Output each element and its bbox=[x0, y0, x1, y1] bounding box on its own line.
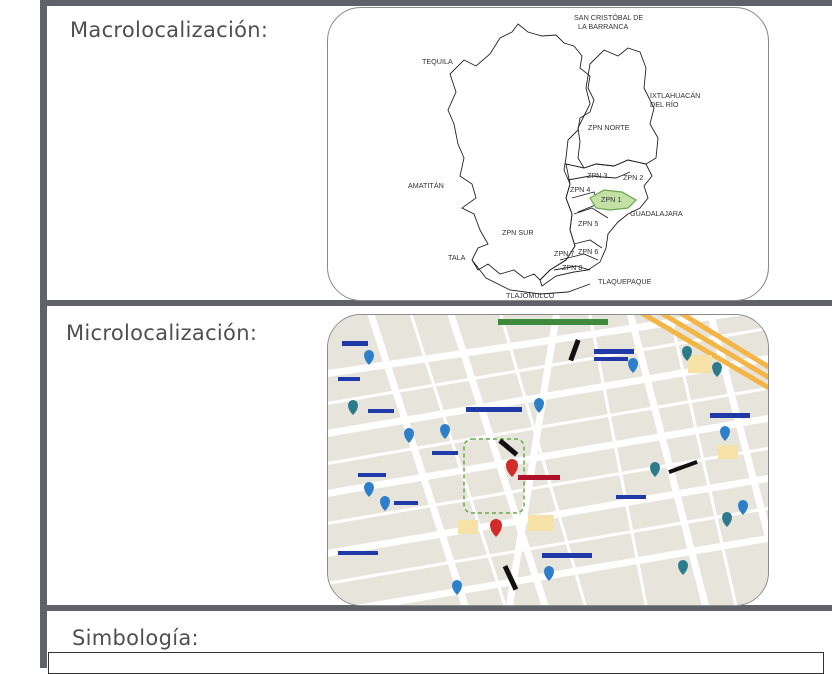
label-zpn1: ZPN 1 bbox=[601, 195, 621, 204]
western-region-outline bbox=[447, 23, 595, 281]
label-zpn-norte: ZPN NORTE bbox=[588, 123, 630, 132]
label-amatitan: AMATITÁN bbox=[408, 181, 444, 190]
poi-label-blocks bbox=[338, 341, 750, 558]
poi-pins-teal bbox=[348, 346, 732, 575]
municipal-boundaries bbox=[447, 23, 659, 295]
label-ixtlahuacan-1: IXTLAHUACÁN bbox=[650, 91, 700, 100]
ixtlahuacan-outline bbox=[577, 47, 659, 169]
black-road-markers bbox=[498, 338, 698, 591]
label-tlaquepaque: TLAQUEPAQUE bbox=[598, 277, 652, 286]
micro-map bbox=[328, 315, 768, 605]
commercial-blocks bbox=[458, 355, 738, 534]
project-pins bbox=[490, 459, 518, 537]
label-tala: TALA bbox=[448, 253, 466, 262]
label-guadalajara: GUADALAJARA bbox=[630, 209, 683, 218]
zpn-central-outline bbox=[539, 159, 653, 287]
label-zpn4: ZPN 4 bbox=[570, 185, 590, 194]
label-san-cristobal-2: LA BARRANCA bbox=[578, 22, 629, 31]
micro-map-frame bbox=[327, 314, 769, 606]
divider-micro-legend bbox=[40, 605, 832, 611]
poi-pins bbox=[364, 349, 748, 595]
micro-title: Microlocalización: bbox=[66, 321, 258, 345]
label-zpn5: ZPN 5 bbox=[578, 219, 598, 228]
label-zpn2: ZPN 2 bbox=[623, 173, 643, 182]
tlajomulco-edge bbox=[471, 259, 591, 295]
legend-title: Simbología: bbox=[72, 626, 199, 650]
label-zpn8: ZPN 8 bbox=[562, 263, 582, 272]
label-ixtlahuacan-2: DEL RÍO bbox=[650, 100, 679, 109]
minor-streets bbox=[328, 315, 768, 605]
label-san-cristobal-1: SAN CRISTÓBAL DE bbox=[574, 13, 643, 22]
macro-map: SAN CRISTÓBAL DE LA BARRANCA TEQUILA IXT… bbox=[408, 13, 700, 300]
divider-macro-micro bbox=[40, 300, 832, 306]
label-tequila: TEQUILA bbox=[422, 57, 453, 66]
label-zpn3: ZPN 3 bbox=[587, 171, 607, 180]
top-road-label bbox=[498, 319, 608, 325]
label-zpn-sur: ZPN SUR bbox=[502, 228, 534, 237]
label-zpn7: ZPN 7 bbox=[554, 249, 574, 258]
zpn1-highlight bbox=[589, 189, 637, 211]
macro-map-frame: SAN CRISTÓBAL DE LA BARRANCA TEQUILA IXT… bbox=[327, 7, 769, 301]
top-divider bbox=[40, 0, 832, 6]
legend-box bbox=[48, 652, 824, 674]
label-tlajomulco: TLAJOMULCO bbox=[506, 291, 555, 300]
macro-title: Macrolocalización: bbox=[70, 18, 269, 42]
label-zpn6: ZPN 6 bbox=[578, 247, 598, 256]
highway bbox=[640, 315, 768, 391]
left-rail bbox=[40, 0, 47, 668]
